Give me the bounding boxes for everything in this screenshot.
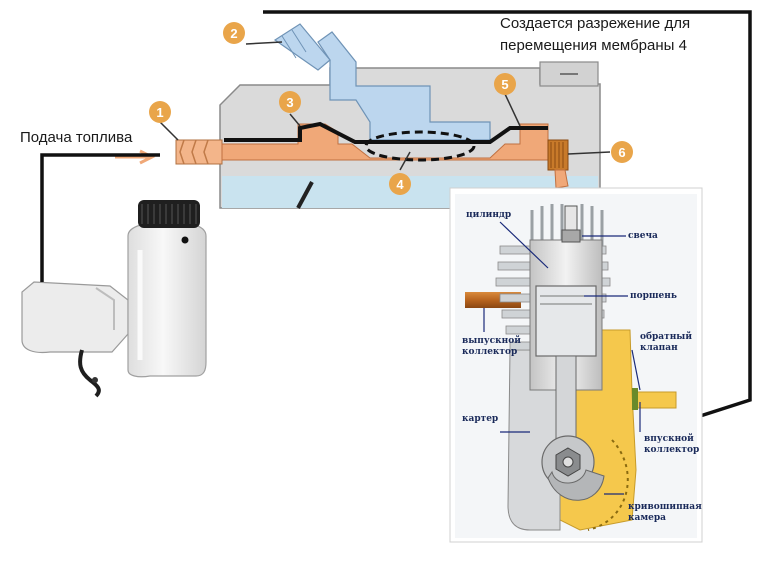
label-check-valve-line2: клапан bbox=[640, 343, 678, 353]
callout-4: 4 bbox=[389, 173, 411, 195]
spark-plug bbox=[561, 205, 581, 243]
diaphragm-membrane bbox=[224, 121, 548, 144]
fuel-line-tank-to-inlet bbox=[40, 153, 160, 282]
callout-5: 5 bbox=[494, 73, 516, 95]
label-crank-chamber-line2: камера bbox=[628, 513, 666, 523]
check-valve bbox=[632, 388, 638, 410]
fuel-tank bbox=[21, 200, 207, 398]
fuel-outlet bbox=[554, 169, 569, 189]
svg-text:2: 2 bbox=[230, 26, 237, 41]
piston bbox=[535, 285, 597, 357]
label-piston: поршень bbox=[630, 291, 677, 301]
fuel-supply-label: Подача топлива bbox=[20, 129, 133, 146]
fuel-tank-cap bbox=[138, 200, 200, 228]
fuel-inlet-nozzle bbox=[175, 139, 223, 165]
crank-chamber-dotted bbox=[587, 439, 629, 531]
label-crankcase: картер bbox=[462, 414, 499, 424]
label-exhaust-line2: коллектор bbox=[462, 347, 518, 357]
diaphragm-4-ellipse bbox=[364, 130, 476, 162]
svg-text:4: 4 bbox=[396, 177, 404, 192]
label-cylinder: цилиндр bbox=[466, 210, 512, 220]
label-exhaust-line1: выпускной bbox=[462, 336, 521, 346]
vacuum-note-line1: Создается разрежение для bbox=[500, 15, 691, 32]
svg-text:3: 3 bbox=[286, 95, 293, 110]
svg-text:6: 6 bbox=[618, 145, 625, 160]
carburetor bbox=[115, 23, 601, 209]
label-intake-line2: коллектор bbox=[644, 445, 700, 455]
label-intake-line1: впускной bbox=[644, 434, 694, 444]
crankcase-left bbox=[507, 349, 561, 531]
engine-inset bbox=[449, 187, 703, 543]
callout-2: 2 bbox=[223, 22, 245, 44]
callout-badges: 1 2 3 4 5 6 bbox=[149, 22, 633, 195]
crank-counterweight bbox=[547, 469, 605, 501]
air-channel bbox=[317, 31, 491, 141]
svg-text:5: 5 bbox=[501, 77, 508, 92]
callout-3: 3 bbox=[279, 91, 301, 113]
callout-6: 6 bbox=[611, 141, 633, 163]
svg-text:1: 1 bbox=[156, 105, 163, 120]
throttle-lever bbox=[296, 181, 314, 209]
intake-port bbox=[631, 391, 677, 409]
callout-1: 1 bbox=[149, 101, 171, 123]
fuel-tank-body bbox=[21, 281, 129, 354]
vacuum-note-line2: перемещения мембраны 4 bbox=[500, 37, 687, 54]
pointer-lines bbox=[483, 221, 641, 495]
label-spark-plug: свеча bbox=[628, 231, 658, 241]
label-check-valve-line1: обратный bbox=[640, 332, 692, 342]
fuel-flow-arrow bbox=[115, 149, 156, 165]
label-crank-chamber-line1: кривошипная bbox=[628, 502, 702, 512]
fuel-hose bbox=[78, 349, 101, 398]
